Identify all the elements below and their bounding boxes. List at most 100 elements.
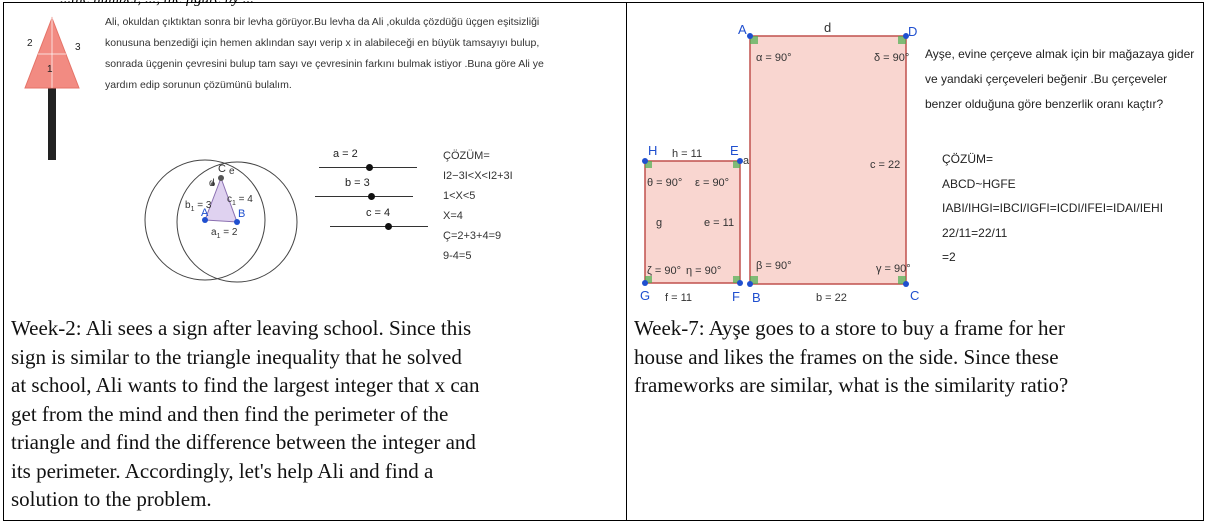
label-F: F <box>732 289 740 304</box>
week7-caption: Week-7: Ayşe goes to a store to buy a fr… <box>634 314 1202 400</box>
caption-line: solution to the problem. <box>11 487 212 511</box>
text-line: Ayşe, evine çerçeve almak için bir mağaz… <box>925 47 1195 61</box>
week7-solution: ÇÖZÜM= ABCD~HGFE IABI/IHGI=IBCI/IGFI=ICD… <box>942 147 1163 270</box>
label-H: H <box>648 143 657 158</box>
point-a <box>202 217 208 223</box>
text-line: konusuna benzediği için hemen aklından s… <box>105 37 540 49</box>
solution-line: 1<X<5 <box>443 190 476 202</box>
label-G: G <box>640 288 650 303</box>
week2-problem-text: Ali, okuldan çıktıktan sonra bir levha g… <box>105 12 620 96</box>
slider-a[interactable]: a = 2 <box>319 148 417 172</box>
label-alpha: α = 90° <box>756 52 792 64</box>
caption-line: house and likes the frames on the side. … <box>634 344 1059 369</box>
label-d: d <box>209 178 215 189</box>
table-frame <box>3 2 1204 521</box>
week2-cell: 2 3 1 Ali, okuldan çıktıktan sonra bir l… <box>5 4 625 519</box>
label-a: a <box>743 155 750 167</box>
label-g: g <box>656 217 662 229</box>
point-g <box>642 280 648 286</box>
outer-circle <box>144 159 266 281</box>
point-e <box>737 158 743 164</box>
slider-c-handle[interactable] <box>385 223 393 230</box>
caption-line: sign is similar to the triangle inequali… <box>11 344 462 369</box>
label-c: C <box>218 163 226 175</box>
week2-solution: ÇÖZÜM= I2−3I<X<I2+3I 1<X<5 X=4 Ç=2+3+4=9… <box>443 146 513 266</box>
sign-label-2: 2 <box>27 38 33 49</box>
point-c <box>903 281 909 287</box>
caption-line: frameworks are similar, what is the simi… <box>634 373 1069 397</box>
caption-line: Week-7: Ayşe goes to a store to buy a fr… <box>634 316 1065 340</box>
label-beta: β = 90° <box>756 260 792 272</box>
label-gamma: γ = 90° <box>876 263 911 275</box>
label-e: e <box>229 166 235 177</box>
point-b <box>747 281 753 287</box>
label-b1: b1 = 3 <box>185 200 212 213</box>
week7-problem-text: Ayşe, evine çerçeve almak için bir mağaz… <box>925 42 1205 117</box>
inner-circle <box>176 161 298 283</box>
text-line: yardım edip sorunun çözümünü bulalım. <box>105 79 292 91</box>
road-sign-figure: 2 3 1 <box>24 16 81 160</box>
text-line: sonrada üçgenin çevresini bulup tam sayı… <box>105 58 544 70</box>
point-d <box>903 33 909 39</box>
text-line: ve yandaki çerçeveleri beğenir .Bu çerçe… <box>925 72 1168 86</box>
label-b: B <box>238 208 245 220</box>
similar-rectangles-figure: A D B C d α = 90° δ = 90° β = 90° γ = 90… <box>640 20 919 304</box>
caption-line: get from the mind and then find the peri… <box>11 401 449 426</box>
triangle-inequality-figure: C e d b1 = 3 c1 = 4 A B a1 = 2 <box>144 159 298 283</box>
label-D: D <box>908 24 917 39</box>
label-c1: c1 = 4 <box>227 194 253 207</box>
label-e: e = 11 <box>704 217 734 229</box>
caption-line: Week-2: Ali sees a sign after leaving sc… <box>11 316 472 340</box>
solution-line: 22/11=22/11 <box>942 225 1008 240</box>
text-line: benzer olduğuna göre benzerlik oranı kaç… <box>925 97 1164 111</box>
point-c <box>218 175 224 181</box>
solution-line: Ç=2+3+4=9 <box>443 230 502 242</box>
week2-caption: Week-2: Ali sees a sign after leaving sc… <box>11 314 623 514</box>
slider-b[interactable]: b = 3 <box>315 177 413 201</box>
label-b: b = 22 <box>816 292 847 304</box>
point-b <box>234 219 240 225</box>
label-h: h = 11 <box>672 148 702 160</box>
text-line: Ali, okuldan çıktıktan sonra bir levha g… <box>105 16 540 28</box>
sign-label-3: 3 <box>75 42 81 53</box>
rectangle-abcd <box>749 35 907 285</box>
solution-line: ÇÖZÜM= <box>942 152 993 166</box>
week7-cell: A D B C d α = 90° δ = 90° β = 90° γ = 90… <box>628 4 1204 519</box>
slider-b-handle[interactable] <box>368 193 376 200</box>
label-zeta: ζ = 90° <box>647 265 681 277</box>
caption-line: its perimeter. Accordingly, let's help A… <box>11 458 434 483</box>
column-divider <box>626 2 627 521</box>
label-c: c = 22 <box>870 159 900 171</box>
solution-line: ABCD~HGFE <box>942 176 1016 191</box>
rectangle-hgfe <box>644 160 741 284</box>
point-a <box>747 33 753 39</box>
sign-label-1: 1 <box>47 64 53 75</box>
solution-line: I2−3I<X<I2+3I <box>443 170 513 182</box>
cut-off-text: ...the number, ..., the figure by ... <box>60 0 254 8</box>
label-d: d <box>824 20 831 35</box>
solution-line: IABI/IHGI=IBCI/IGFI=ICDI/IFEI=IDAI/IEHI <box>942 201 1164 215</box>
label-A: A <box>738 22 747 37</box>
slider-a-label: a = 2 <box>333 148 358 160</box>
solution-line: X=4 <box>443 210 463 222</box>
slider-a-handle[interactable] <box>366 164 374 171</box>
label-theta: θ = 90° <box>647 177 682 189</box>
caption-line: at school, Ali wants to find the largest… <box>11 373 480 397</box>
slider-c[interactable]: c = 4 <box>330 207 428 231</box>
label-f: f = 11 <box>665 292 692 304</box>
label-eta: η = 90° <box>686 265 721 277</box>
solution-line: =2 <box>942 250 956 264</box>
point-h <box>642 158 648 164</box>
triangle-abc <box>204 176 238 223</box>
sign-pole <box>48 76 56 160</box>
label-delta: δ = 90° <box>874 52 909 64</box>
label-C: C <box>910 288 919 303</box>
caption-line: triangle and find the difference between… <box>11 430 476 454</box>
label-B: B <box>752 290 761 304</box>
label-a1: a1 = 2 <box>211 227 238 240</box>
solution-line: ÇÖZÜM= <box>443 150 490 162</box>
slider-b-label: b = 3 <box>345 177 370 189</box>
label-a: A <box>201 207 209 219</box>
point-f <box>737 280 743 286</box>
label-epsilon: ε = 90° <box>695 177 729 189</box>
